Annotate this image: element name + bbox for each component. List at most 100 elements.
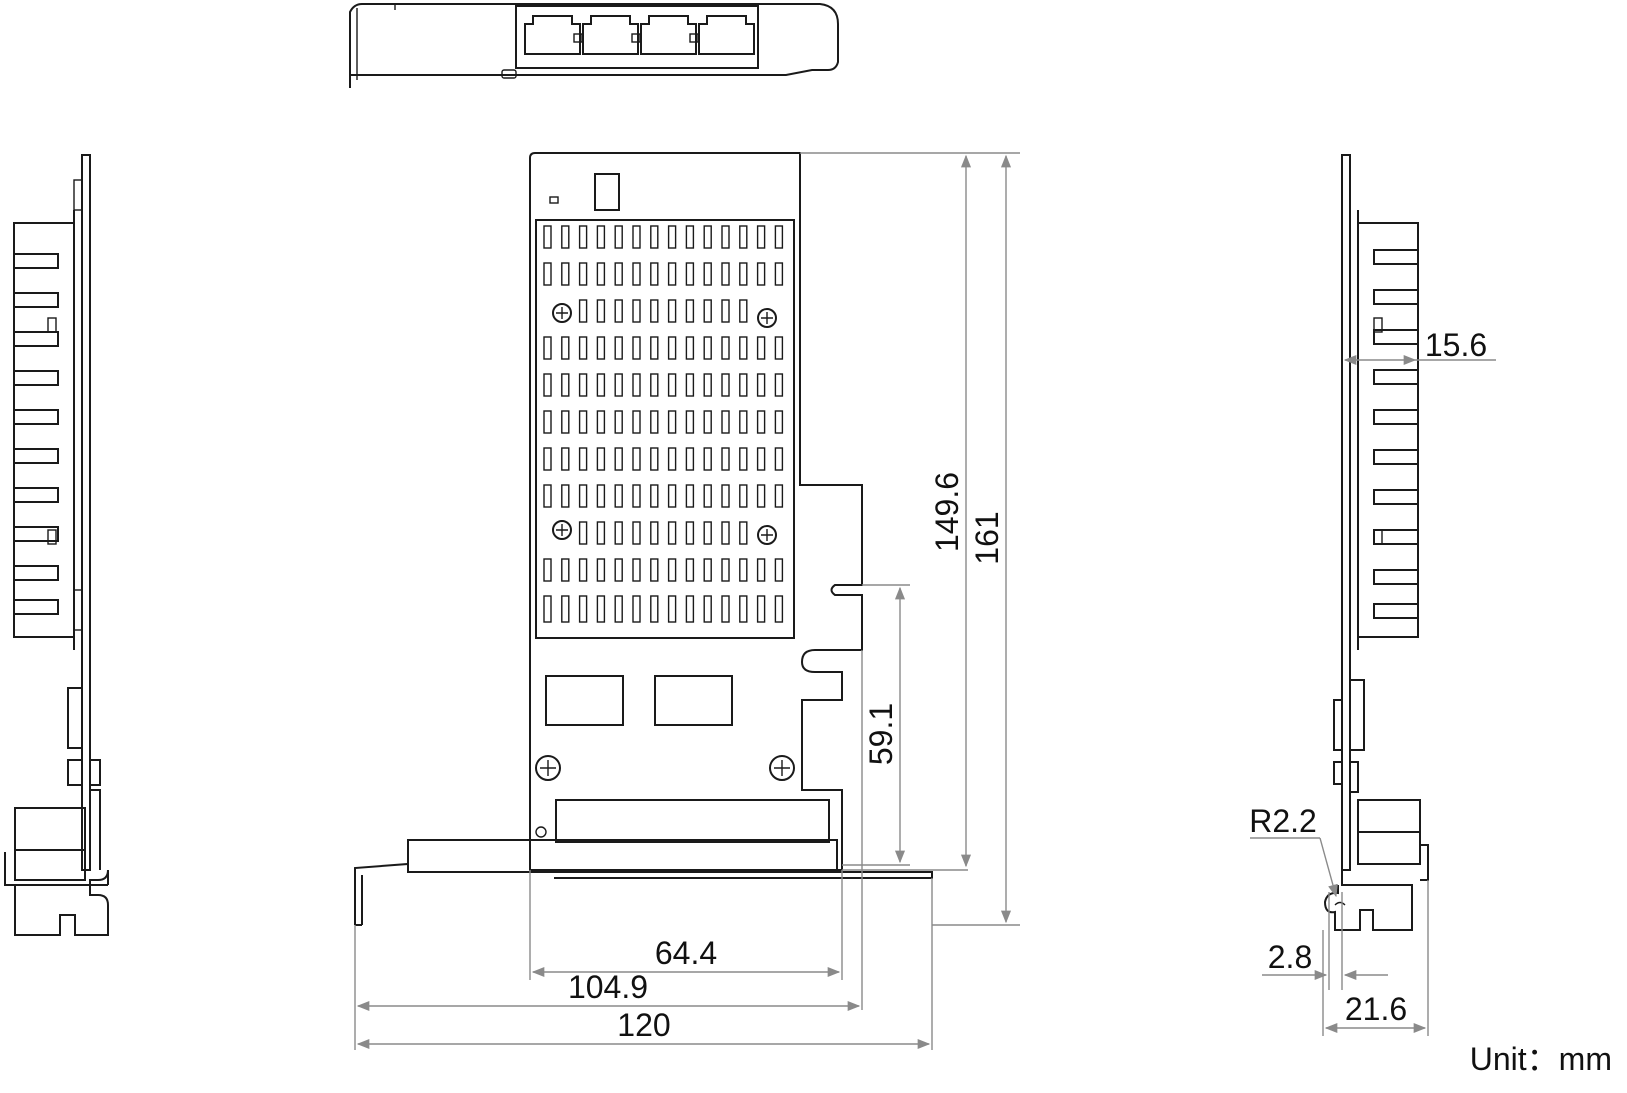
fin-slot xyxy=(685,521,695,545)
fin-slot xyxy=(685,262,695,286)
fin-slot xyxy=(561,336,570,360)
fin-slot xyxy=(578,595,588,623)
fin-slot xyxy=(596,336,606,360)
fin-slot xyxy=(614,410,623,434)
fin-slot xyxy=(614,262,623,286)
rj45-block xyxy=(515,5,759,69)
fin-slot xyxy=(543,595,552,623)
fin-slot xyxy=(632,447,641,471)
fin-slot xyxy=(543,447,552,471)
dim-r2-2: R2.2 xyxy=(1249,803,1317,839)
fin-slot xyxy=(596,521,606,545)
fin-slot xyxy=(614,595,623,623)
fin-slot xyxy=(578,410,588,434)
fin-slot xyxy=(774,373,784,397)
fin-slot xyxy=(756,373,766,397)
fin-slot xyxy=(667,595,677,623)
fin-slot xyxy=(596,299,606,323)
fin-slot xyxy=(561,373,570,397)
fin-slot xyxy=(561,595,570,623)
top-view xyxy=(349,3,839,88)
fin-slot xyxy=(774,225,784,249)
left-side-view xyxy=(4,154,109,936)
dim-120: 120 xyxy=(617,1007,670,1043)
fin-slot xyxy=(561,262,570,286)
fin-slot xyxy=(543,262,552,286)
fin-slot xyxy=(739,558,748,582)
fin-slot xyxy=(578,336,588,360)
fin-slot xyxy=(685,595,695,623)
fin-slot xyxy=(614,336,623,360)
pcb-screws xyxy=(535,755,795,781)
fin-slot xyxy=(703,299,712,323)
fin-slot xyxy=(614,447,623,471)
fin-slot xyxy=(596,595,606,623)
fin-slot xyxy=(667,336,677,360)
fin-slot xyxy=(667,262,677,286)
chip-right xyxy=(654,675,733,726)
fin-slot xyxy=(614,521,623,545)
fin-slot xyxy=(739,484,748,508)
fin-slot xyxy=(632,410,641,434)
fin-slot xyxy=(543,558,552,582)
fin-slot xyxy=(650,336,659,360)
fin-slot xyxy=(650,484,659,508)
fin-slot xyxy=(578,262,588,286)
fin-slot xyxy=(596,558,606,582)
heatsink-screws xyxy=(552,303,777,545)
fin-slot xyxy=(721,299,730,323)
fin-slot xyxy=(685,299,695,323)
fin-slot xyxy=(756,262,766,286)
fin-slot xyxy=(703,336,712,360)
fin-slot xyxy=(721,595,730,623)
fin-slot xyxy=(614,225,623,249)
fin-slot xyxy=(561,410,570,434)
fin-slot xyxy=(614,558,623,582)
fin-slot xyxy=(703,410,712,434)
dim-161: 161 xyxy=(969,511,1005,564)
fin-slot xyxy=(632,595,641,623)
fin-slot xyxy=(774,262,784,286)
front-view xyxy=(354,152,933,926)
dimension-lines xyxy=(354,152,1496,1050)
fin-slot xyxy=(650,373,659,397)
fin-slot xyxy=(667,410,677,434)
fin-slot xyxy=(596,225,606,249)
fin-slot xyxy=(543,225,552,249)
fin-slot xyxy=(721,373,730,397)
fin-slot xyxy=(632,225,641,249)
dim-21-6: 21.6 xyxy=(1345,991,1407,1027)
fin-slot xyxy=(756,558,766,582)
fin-slot xyxy=(614,373,623,397)
fin-slot xyxy=(703,373,712,397)
chip-left xyxy=(545,675,624,726)
pcb-edge xyxy=(81,154,91,871)
connector-body xyxy=(555,799,830,843)
fin-slot xyxy=(543,484,552,508)
fin-slot xyxy=(721,521,730,545)
fin-slot xyxy=(756,336,766,360)
fin-slot xyxy=(739,521,748,545)
dim-149-6: 149.6 xyxy=(929,472,965,552)
fin-slot xyxy=(685,484,695,508)
fin-slot xyxy=(721,484,730,508)
fin-slot xyxy=(667,558,677,582)
fin-slot xyxy=(596,373,606,397)
fin-slot xyxy=(561,447,570,471)
fin-slot xyxy=(650,558,659,582)
fin-slot xyxy=(632,299,641,323)
fin-slot xyxy=(667,484,677,508)
fin-slot xyxy=(756,484,766,508)
fin-slot xyxy=(561,484,570,508)
fin-slot xyxy=(739,262,748,286)
fin-slot xyxy=(774,336,784,360)
fin-slot xyxy=(739,225,748,249)
fin-slot xyxy=(739,336,748,360)
fin-slot xyxy=(650,299,659,323)
rj45-ports xyxy=(524,15,755,55)
fin-slot xyxy=(703,595,712,623)
dim-104-9: 104.9 xyxy=(568,969,648,1005)
fin-slot xyxy=(739,299,748,323)
fin-slot xyxy=(650,225,659,249)
